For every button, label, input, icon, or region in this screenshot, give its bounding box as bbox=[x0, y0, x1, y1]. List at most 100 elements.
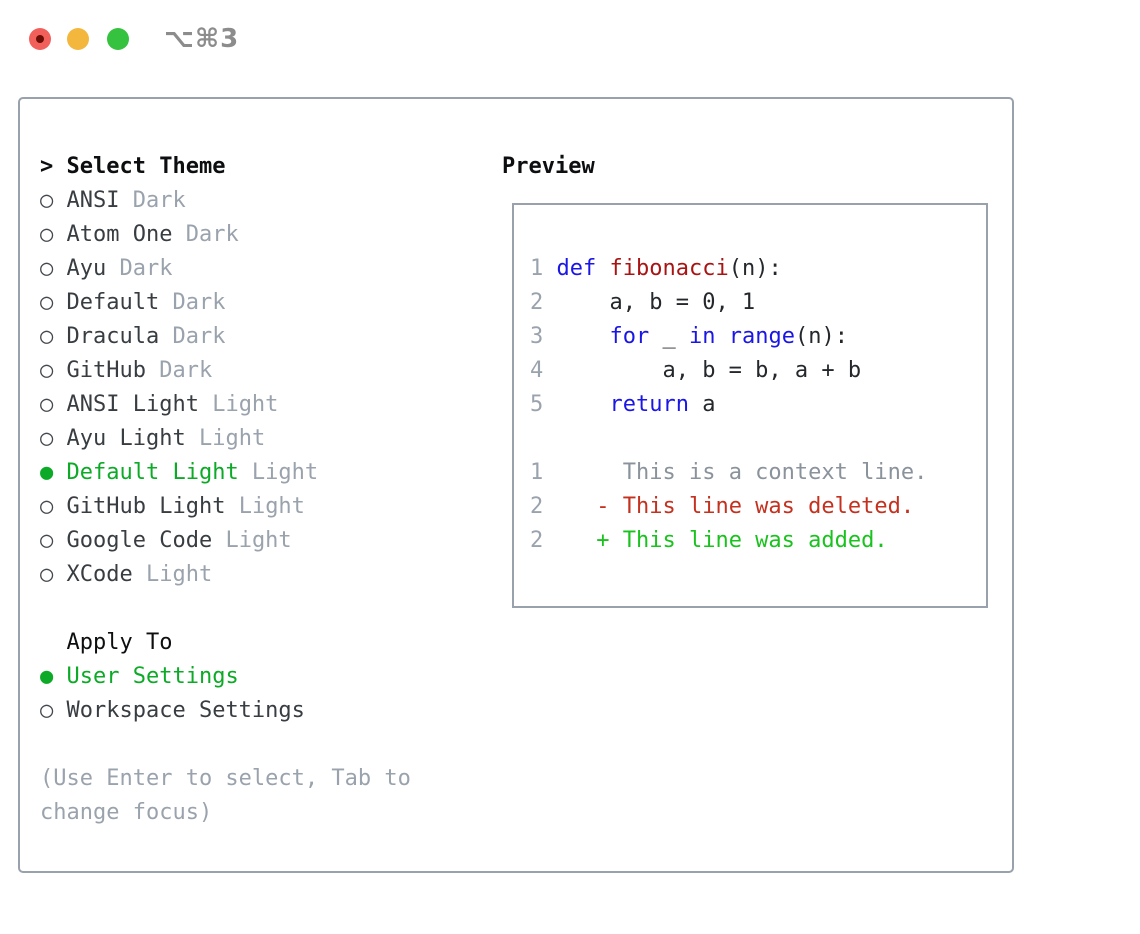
diff-text: This is a context line. bbox=[622, 460, 928, 485]
radio-icon: ○ bbox=[40, 290, 67, 315]
theme-option[interactable]: ○ Dracula Dark bbox=[40, 320, 411, 354]
diff-marker-icon bbox=[596, 460, 623, 485]
theme-option[interactable]: ○ Atom One Dark bbox=[40, 218, 411, 252]
spacer-row bbox=[530, 422, 927, 456]
theme-option-name: Google Code bbox=[66, 528, 213, 553]
theme-option[interactable]: ○ ANSI Light Light bbox=[40, 388, 411, 422]
radio-icon: ○ bbox=[40, 188, 67, 213]
theme-option-variant: Light bbox=[132, 562, 213, 587]
theme-option-name: Ayu Light bbox=[66, 426, 186, 451]
theme-option-name: GitHub Light bbox=[66, 494, 226, 519]
apply-to-title: Apply To bbox=[40, 626, 411, 660]
theme-option[interactable]: ○ Ayu Dark bbox=[40, 252, 411, 286]
code-token: a bbox=[688, 392, 716, 417]
code-token: a, b = 0, 1 bbox=[556, 290, 756, 315]
radio-selected-icon: ● bbox=[40, 460, 67, 485]
line-number: 2 bbox=[530, 528, 597, 553]
theme-picker-panel: > Select Theme○ ANSI Dark○ Atom One Dark… bbox=[18, 97, 1014, 873]
diff-marker-icon: - bbox=[596, 494, 623, 519]
radio-icon: ○ bbox=[40, 222, 67, 247]
theme-list-title-label: Select Theme bbox=[66, 154, 226, 179]
line-number: 5 bbox=[530, 392, 557, 417]
line-number: 2 bbox=[530, 494, 597, 519]
radio-icon: ○ bbox=[40, 392, 67, 417]
theme-option-name: ANSI Light bbox=[66, 392, 199, 417]
code-token bbox=[596, 256, 609, 281]
code-token bbox=[557, 324, 610, 349]
line-number: 3 bbox=[530, 324, 557, 349]
radio-icon: ○ bbox=[40, 494, 67, 519]
theme-list-title: > Select Theme bbox=[40, 150, 411, 184]
theme-option-name: XCode bbox=[66, 562, 133, 587]
theme-option-name: Atom One bbox=[66, 222, 173, 247]
minimize-button[interactable] bbox=[67, 28, 89, 50]
window-shortcut-label: ⌥⌘3 bbox=[164, 24, 240, 54]
code-token: a, b = b, a + b bbox=[556, 358, 862, 383]
spacer-row bbox=[40, 728, 411, 762]
theme-option-variant: Light bbox=[238, 460, 319, 485]
preview-title: Preview bbox=[502, 154, 595, 179]
theme-option[interactable]: ○ ANSI Dark bbox=[40, 184, 411, 218]
code-token bbox=[715, 324, 728, 349]
code-token: fibonacci bbox=[609, 256, 729, 281]
code-token: (n): bbox=[728, 256, 782, 281]
spacer-row bbox=[40, 592, 411, 626]
theme-option-variant: Dark bbox=[119, 188, 186, 213]
theme-option-variant: Dark bbox=[159, 324, 226, 349]
theme-option[interactable]: ○ GitHub Dark bbox=[40, 354, 411, 388]
diff-line-context: 1 This is a context line. bbox=[530, 456, 927, 490]
theme-option[interactable]: ○ Google Code Light bbox=[40, 524, 411, 558]
theme-option-variant: Dark bbox=[145, 358, 213, 383]
theme-option-variant: Light bbox=[198, 392, 279, 417]
unsaved-dot-icon bbox=[36, 35, 44, 43]
apply-to-option-name: Workspace Settings bbox=[66, 698, 305, 723]
theme-option-name: Ayu bbox=[66, 256, 107, 281]
theme-option-variant: Dark bbox=[159, 290, 226, 315]
radio-icon: ○ bbox=[40, 562, 67, 587]
code-line: 4 a, b = b, a + b bbox=[530, 354, 927, 388]
radio-icon: ○ bbox=[40, 426, 67, 451]
zoom-button[interactable] bbox=[107, 28, 129, 50]
apply-to-option[interactable]: ● User Settings bbox=[40, 660, 411, 694]
theme-option-name: Dracula bbox=[66, 324, 160, 349]
apply-to-option[interactable]: ○ Workspace Settings bbox=[40, 694, 411, 728]
code-line: 3 for _ in range(n): bbox=[530, 320, 927, 354]
theme-option-variant: Dark bbox=[106, 256, 173, 281]
theme-list: > Select Theme○ ANSI Dark○ Atom One Dark… bbox=[40, 150, 411, 830]
theme-option-name: Default Light bbox=[66, 460, 239, 485]
theme-option-variant: Light bbox=[225, 494, 305, 519]
theme-option-variant: Light bbox=[185, 426, 266, 451]
radio-icon: ○ bbox=[40, 358, 67, 383]
theme-option-variant: Dark bbox=[172, 222, 239, 247]
hint-text: change focus) bbox=[40, 800, 213, 825]
hint-text: (Use Enter to select, Tab to bbox=[40, 766, 411, 791]
theme-option-name: Default bbox=[66, 290, 160, 315]
code-token: (n): bbox=[794, 324, 848, 349]
diff-text: This line was deleted. bbox=[622, 494, 915, 519]
code-line: 1 def fibonacci(n): bbox=[530, 252, 927, 286]
theme-option[interactable]: ○ GitHub Light Light bbox=[40, 490, 411, 524]
theme-option[interactable]: ○ Ayu Light Light bbox=[40, 422, 411, 456]
titlebar: ⌥⌘3 bbox=[0, 0, 1140, 76]
theme-option[interactable]: ○ XCode Light bbox=[40, 558, 411, 592]
code-line: 2 a, b = 0, 1 bbox=[530, 286, 927, 320]
line-number: 1 bbox=[530, 256, 557, 281]
line-number: 1 bbox=[530, 460, 597, 485]
theme-option-name: GitHub bbox=[66, 358, 146, 383]
code-token: in bbox=[688, 324, 716, 349]
line-number: 4 bbox=[530, 358, 557, 383]
code-line: 5 return a bbox=[530, 388, 927, 422]
code-token: for bbox=[609, 324, 650, 349]
radio-icon: ○ bbox=[40, 256, 67, 281]
theme-option[interactable]: ○ Default Dark bbox=[40, 286, 411, 320]
diff-text: This line was added. bbox=[622, 528, 888, 553]
radio-icon: ○ bbox=[40, 324, 67, 349]
close-button[interactable] bbox=[29, 28, 51, 50]
apply-to-option-name: User Settings bbox=[66, 664, 239, 689]
theme-option[interactable]: ● Default Light Light bbox=[40, 456, 411, 490]
diff-line-deleted: 2 - This line was deleted. bbox=[530, 490, 927, 524]
line-number: 2 bbox=[530, 290, 557, 315]
